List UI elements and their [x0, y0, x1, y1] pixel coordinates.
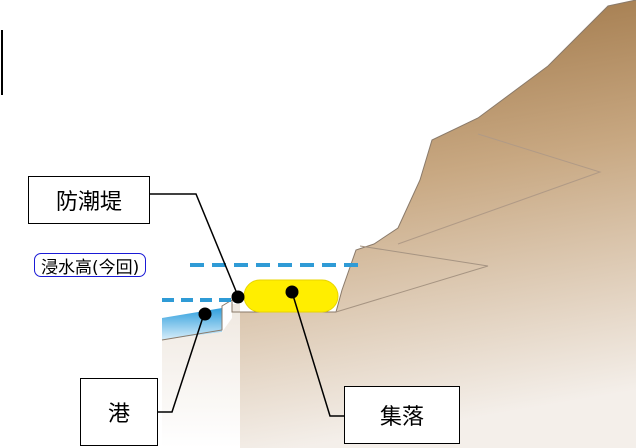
terrain-ridge-upper	[397, 133, 602, 245]
seawall-leader-line	[150, 193, 239, 297]
port-leader-line	[158, 313, 205, 413]
mountain-terrain	[240, 0, 636, 448]
flood-height-label: 浸水高(今回)	[34, 253, 147, 278]
seawall-marker	[231, 290, 245, 304]
village-leader-line	[291, 291, 344, 417]
port-marker	[198, 307, 212, 321]
village-label: 集落	[344, 386, 460, 444]
terrain-ridge-lower	[335, 245, 489, 313]
seawall-label: 防潮堤	[28, 176, 150, 224]
port-label: 港	[80, 378, 158, 446]
village-marker	[285, 285, 299, 299]
